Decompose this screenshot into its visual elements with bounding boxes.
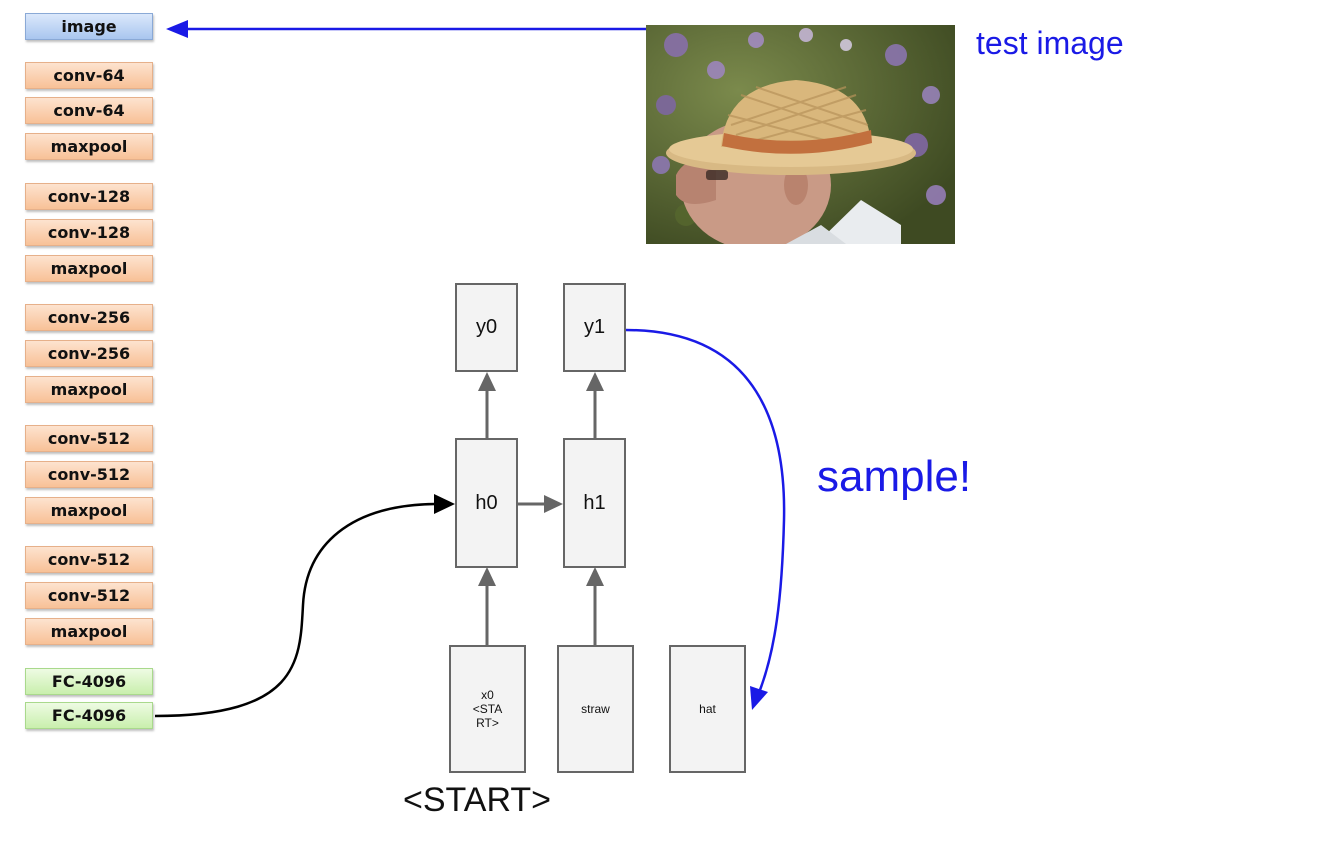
cnn-layer-fc: FC-4096 [25,702,153,729]
cnn-layer-conv: conv-128 [25,183,153,210]
cnn-layer-maxpool: maxpool [25,497,153,524]
hidden-node-h0: h0 [455,438,518,568]
cnn-layer-image: image [25,13,153,40]
test-image-label: test image [976,25,1124,61]
cnn-layer-conv: conv-512 [25,582,153,609]
input-to-hidden-arrow [478,567,496,645]
cnn-layer-maxpool: maxpool [25,255,153,282]
input-node-x0: x0 <STA RT> [449,645,526,773]
cnn-layer-conv: conv-64 [25,97,153,124]
sample-label: sample! [817,452,972,501]
input-node-hat: hat [669,645,746,773]
man-in-straw-hat-illustration [646,25,955,244]
cnn-layer-conv: conv-512 [25,425,153,452]
input-node-straw: straw [557,645,634,773]
cnn-layer-maxpool: maxpool [25,133,153,160]
hidden-to-output-arrow [586,372,604,438]
output-node-y1: y1 [563,283,626,372]
cnn-layer-conv: conv-512 [25,461,153,488]
sample-feedback-arrow [625,328,786,710]
test-image-photo [646,25,955,244]
cnn-layer-conv: conv-256 [25,340,153,367]
cnn-layer-conv: conv-128 [25,219,153,246]
hidden-node-h1: h1 [563,438,626,568]
cnn-layer-maxpool: maxpool [25,618,153,645]
cnn-layer-conv: conv-512 [25,546,153,573]
image-input-arrow [166,20,646,38]
fc-to-h0-arrow [154,494,455,718]
hidden-to-output-arrow [478,372,496,438]
hidden-recurrence-arrow [518,495,563,513]
cnn-layer-conv: conv-256 [25,304,153,331]
cnn-layer-maxpool: maxpool [25,376,153,403]
output-node-y0: y0 [455,283,518,372]
cnn-layer-conv: conv-64 [25,62,153,89]
input-to-hidden-arrow [586,567,604,645]
start-label: <START> [403,781,552,819]
cnn-layer-fc: FC-4096 [25,668,153,695]
